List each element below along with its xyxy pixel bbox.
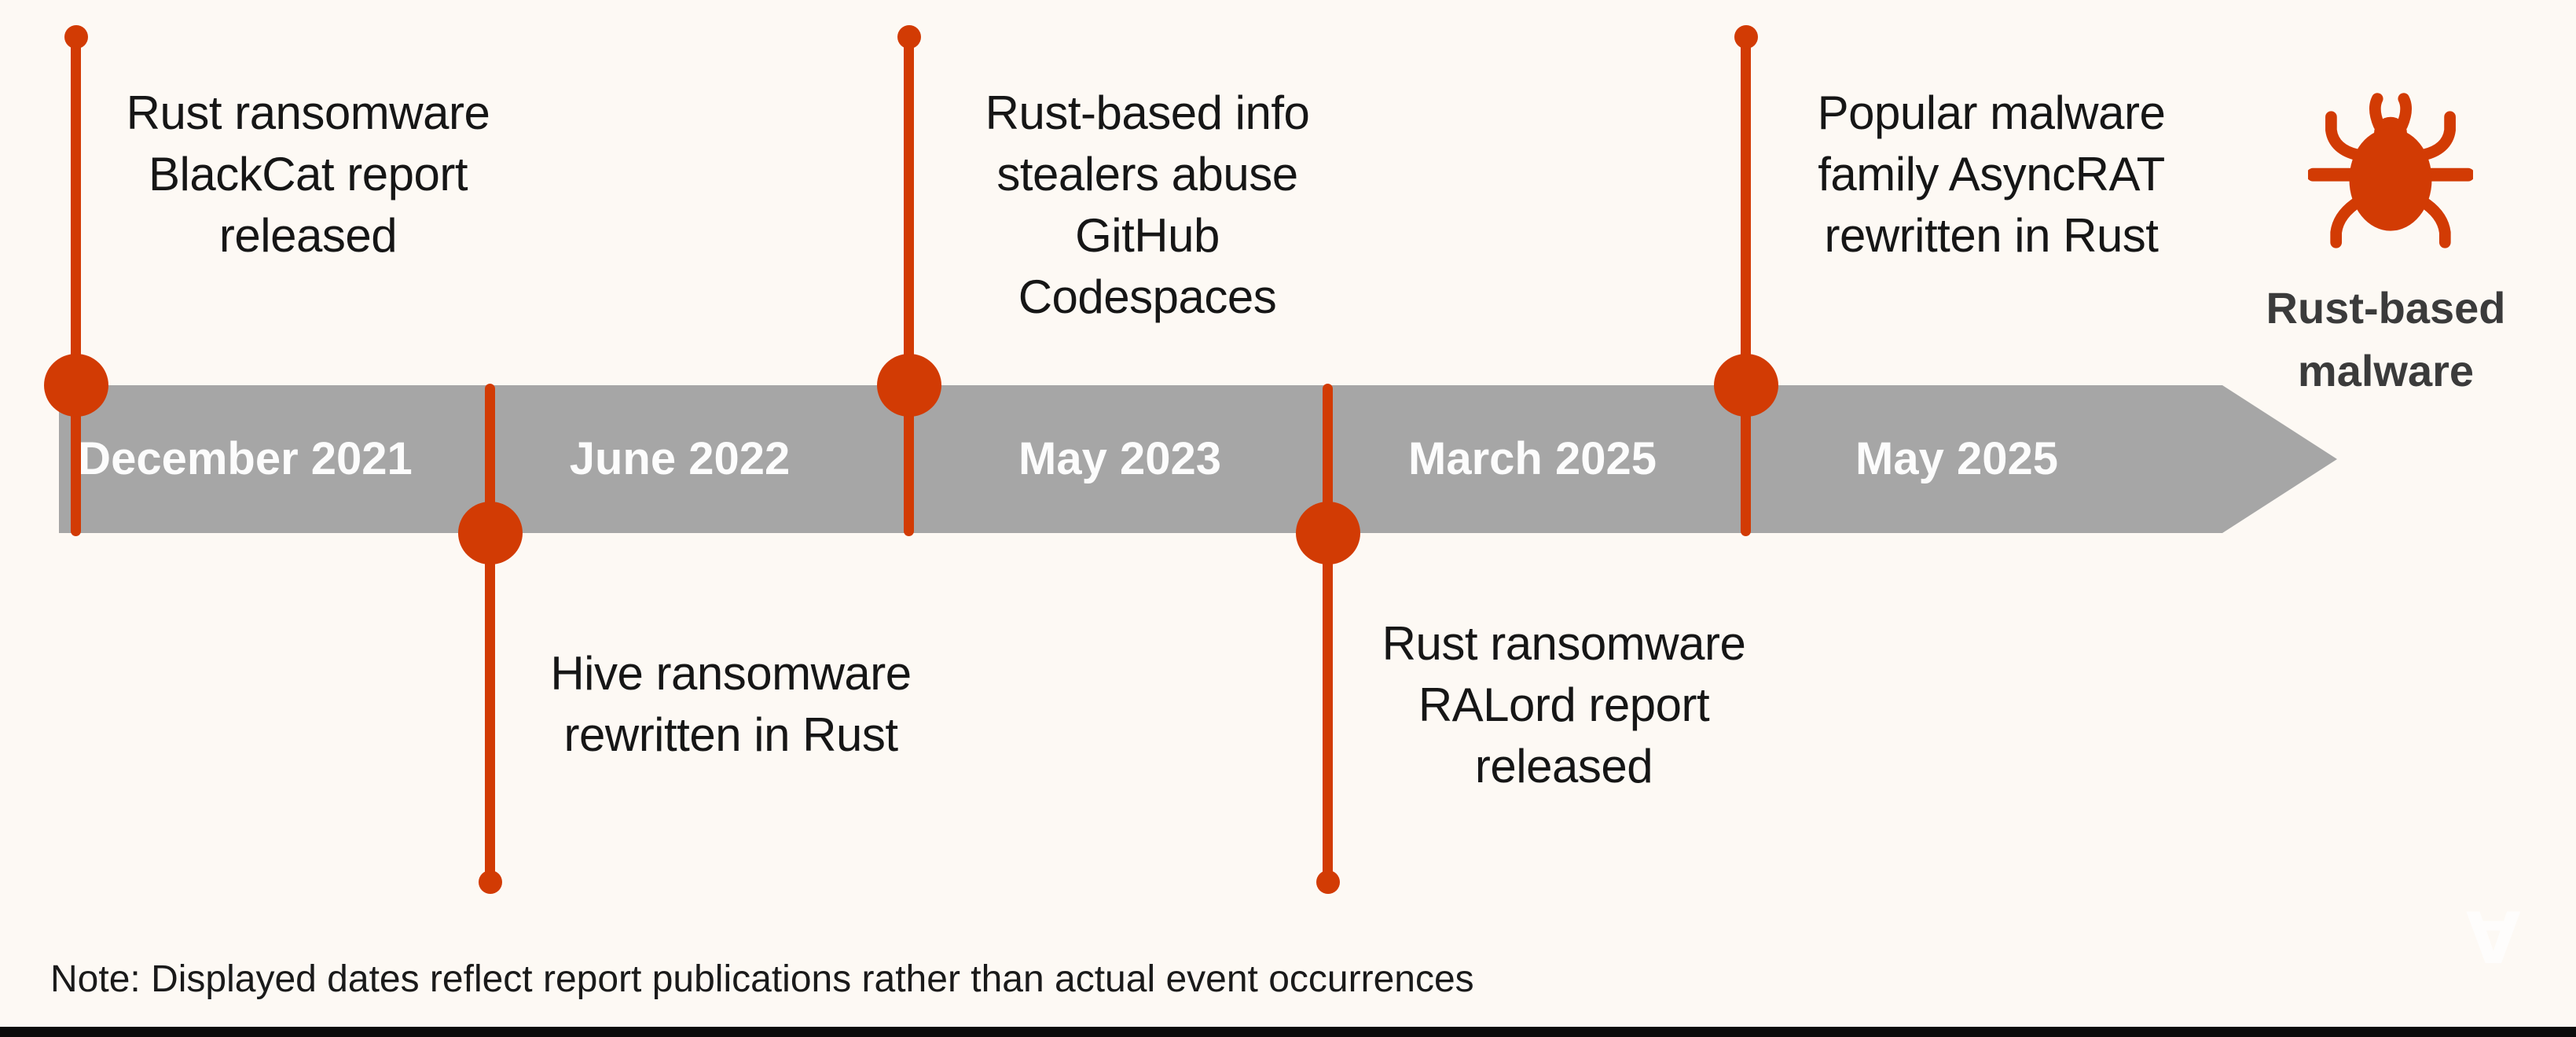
- event-label-line: Hive ransomware: [550, 647, 912, 700]
- event-label-asyncrat: Popular malware family AsyncRAT rewritte…: [1818, 83, 2166, 267]
- event-label-line: family AsyncRAT: [1818, 148, 2165, 200]
- milestone-stem: [1741, 37, 1751, 536]
- milestone-endpoint-dot: [64, 25, 88, 49]
- watermark-glyph: ∀: [2466, 900, 2521, 979]
- legend-label: Rust-based malware: [2266, 277, 2506, 403]
- date-label: June 2022: [569, 433, 791, 484]
- milestone-dot: [458, 502, 523, 564]
- event-label-line: Rust-based info: [985, 86, 1310, 139]
- event-label-line: RALord report: [1418, 678, 1710, 731]
- milestone-endpoint-dot: [1316, 870, 1340, 894]
- event-label-line: GitHub: [1075, 209, 1220, 262]
- milestone-dot: [1296, 502, 1360, 564]
- milestone-dot: [1714, 354, 1778, 417]
- event-label-line: Rust ransomware: [1382, 617, 1746, 670]
- event-label-line: BlackCat report: [149, 148, 468, 200]
- milestone-dot: [44, 354, 108, 417]
- event-label-line: released: [1474, 740, 1653, 792]
- event-label-hive: Hive ransomware rewritten in Rust: [550, 643, 912, 766]
- event-label-line: Popular malware: [1817, 86, 2166, 139]
- milestone-stem: [485, 384, 495, 884]
- event-label-line: rewritten in Rust: [1824, 209, 2159, 262]
- footnote: Note: Displayed dates reflect report pub…: [50, 958, 1474, 1000]
- milestone-stem: [1323, 384, 1333, 884]
- milestone-endpoint-dot: [479, 870, 502, 894]
- milestone-dot: [877, 354, 941, 417]
- timeline-arrowhead-icon: [2222, 385, 2337, 533]
- milestone-endpoint-dot: [897, 25, 921, 49]
- milestone-stem: [904, 37, 914, 536]
- legend-label-line: Rust-based: [2266, 283, 2506, 333]
- date-label: May 2025: [1855, 433, 2058, 484]
- timeline-bar: [59, 385, 2222, 533]
- date-label: December 2021: [78, 433, 413, 484]
- date-label: May 2023: [1018, 433, 1221, 484]
- bug-icon: [2306, 88, 2475, 255]
- event-label-line: Codespaces: [1018, 270, 1277, 323]
- milestone-endpoint-dot: [1734, 25, 1758, 49]
- event-label-codespaces: Rust-based info stealers abuse GitHub Co…: [985, 83, 1310, 328]
- legend-label-line: malware: [2297, 346, 2475, 395]
- date-label: March 2025: [1408, 433, 1657, 484]
- event-label-line: stealers abuse: [996, 148, 1298, 200]
- event-label-line: rewritten in Rust: [563, 708, 898, 761]
- event-label-ralord: Rust ransomware RALord report released: [1382, 613, 1746, 797]
- event-label-line: released: [218, 209, 398, 262]
- event-label-line: Rust ransomware: [126, 86, 490, 139]
- event-label-blackcat: Rust ransomware BlackCat report released: [127, 83, 490, 267]
- bottom-edge-strip: [0, 1027, 2576, 1037]
